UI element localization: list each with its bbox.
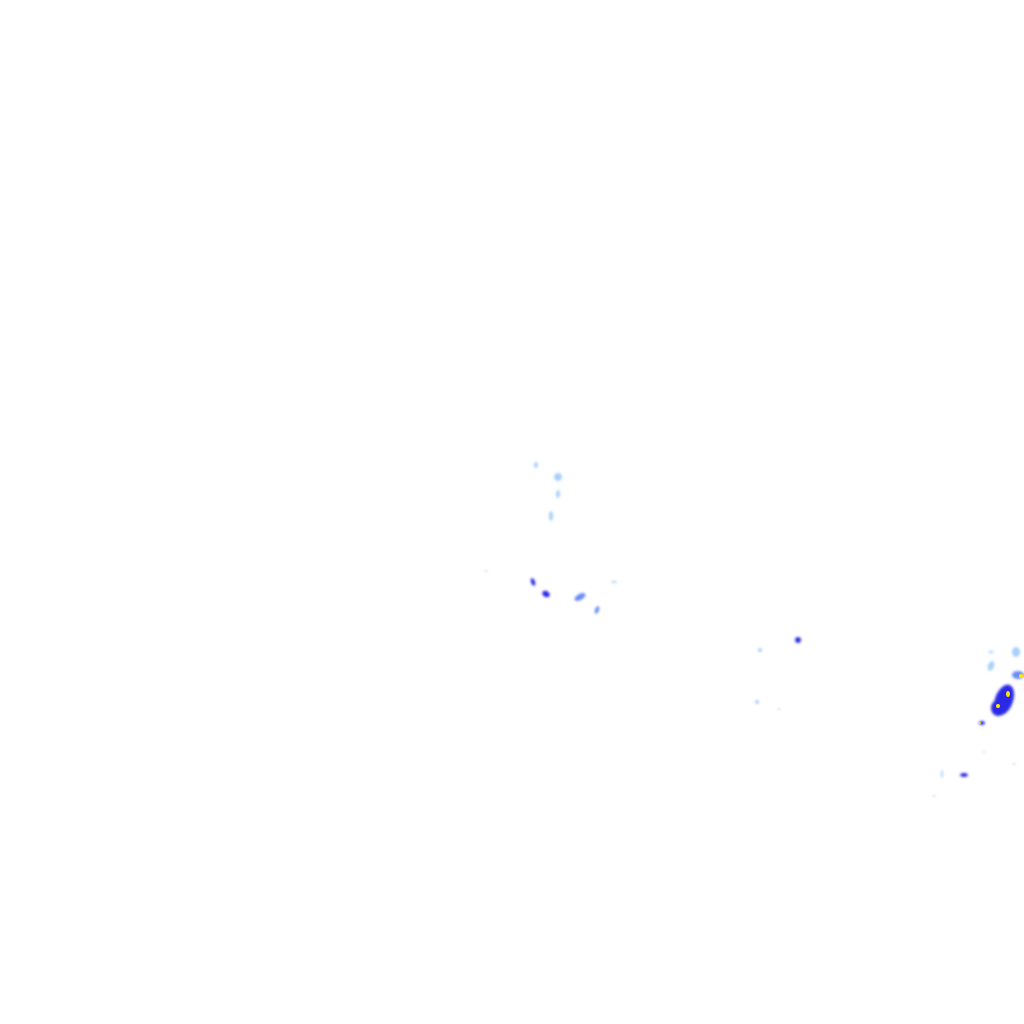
radar-echo-very-heavy-rain	[1019, 674, 1023, 678]
radar-echo-light-rain	[556, 490, 560, 498]
radar-echo-light-rain	[987, 661, 995, 671]
radar-echo-light-rain	[755, 700, 759, 704]
radar-echo-light-rain	[554, 473, 562, 481]
radar-echo-light-rain	[1012, 647, 1020, 657]
radar-echo-light-rain	[933, 795, 935, 797]
radar-echo-light-rain	[988, 651, 994, 653]
radar-echo-very-heavy-rain	[1006, 691, 1010, 697]
radar-echo-light-rain	[758, 648, 762, 652]
radar-echo-heavy-rain	[960, 773, 968, 777]
radar-echo-heavy-rain	[979, 721, 985, 725]
radar-echo-light-rain	[983, 751, 985, 753]
radar-echo-heavy-rain	[530, 578, 536, 586]
radar-echo-heavy-rain	[795, 637, 801, 643]
radar-echo-very-heavy-rain	[996, 704, 1000, 708]
radar-echo-light-rain	[1013, 763, 1015, 765]
radar-echo-light-rain	[549, 511, 553, 521]
radar-echo-light-rain	[941, 770, 943, 778]
radar-echo-very-heavy-rain	[979, 722, 981, 724]
radar-echo-moderate-rain	[594, 606, 600, 614]
radar-echo-light-rain	[778, 708, 780, 710]
radar-echo-heavy-rain	[542, 590, 550, 598]
radar-echo-light-rain	[534, 462, 538, 468]
radar-echo-light-rain	[611, 581, 617, 583]
radar-echo-moderate-rain	[574, 593, 586, 601]
radar-echo-light-rain	[485, 570, 487, 572]
